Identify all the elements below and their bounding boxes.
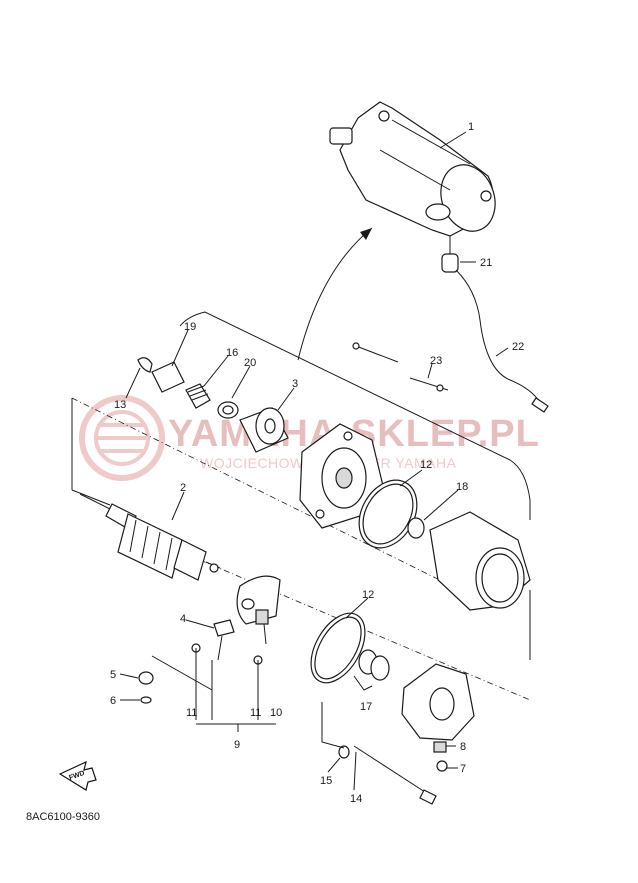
- watermark-logo: [79, 395, 165, 481]
- callout-21: 21: [480, 257, 492, 269]
- brush-holder: [191, 575, 281, 690]
- terminal-bolts: [352, 342, 449, 392]
- callout-15: 15: [320, 775, 332, 787]
- assembly-arrow: [297, 227, 373, 361]
- washer-6: [140, 696, 152, 704]
- callouts: 1 2 3 4 5 6 7 8 9 10 11 11 11 12 12 13 1…: [110, 121, 524, 805]
- callout-10: 10: [270, 707, 282, 719]
- diagram-code: 8AC6100-9360: [26, 811, 100, 823]
- callout-12-lower: 12: [362, 589, 374, 601]
- callout-16: 16: [226, 347, 238, 359]
- starter-lead: [441, 236, 549, 413]
- fwd-arrow-icon: FWD: [58, 760, 97, 791]
- callout-3: 3: [292, 378, 298, 390]
- armature: [79, 493, 221, 581]
- front-bracket: [299, 423, 385, 529]
- callout-4: 4: [180, 613, 186, 625]
- callout-5: 5: [110, 669, 116, 681]
- callout-6: 6: [110, 695, 116, 707]
- small-parts-top: [137, 357, 239, 419]
- washer-18: [407, 517, 425, 539]
- callout-12-upper: 12: [420, 459, 432, 471]
- callout-7: 7: [460, 763, 466, 775]
- callout-11a: 11: [186, 707, 197, 719]
- callout-13: 13: [114, 399, 126, 411]
- callout-20: 20: [244, 357, 256, 369]
- callout-1: 1: [468, 121, 474, 133]
- group-lines: [151, 648, 373, 749]
- o-ring-upper-inner: [362, 483, 414, 545]
- washer-15: [338, 745, 350, 759]
- leader-lines: [119, 131, 509, 791]
- callout-18: 18: [456, 481, 468, 493]
- starter-motor: [329, 101, 496, 237]
- pinion-gear: [239, 407, 289, 453]
- rear-cover: [401, 663, 475, 772]
- callout-8: 8: [460, 741, 466, 753]
- callout-17: 17: [360, 701, 372, 713]
- assembly-bracket: [71, 311, 531, 701]
- callout-23: 23: [430, 355, 442, 367]
- callout-9: 9: [234, 739, 240, 751]
- washer-17b: [370, 655, 390, 681]
- arrow-head-icon: [360, 228, 372, 240]
- yoke: [429, 511, 531, 611]
- callout-11b: 11: [250, 707, 261, 719]
- through-bolt: [353, 745, 437, 805]
- callout-2: 2: [180, 482, 186, 494]
- callout-19: 19: [184, 321, 196, 333]
- callout-22: 22: [512, 341, 524, 353]
- callout-14: 14: [350, 793, 362, 805]
- o-ring-lower-inner: [314, 616, 362, 680]
- cap-5: [138, 671, 154, 685]
